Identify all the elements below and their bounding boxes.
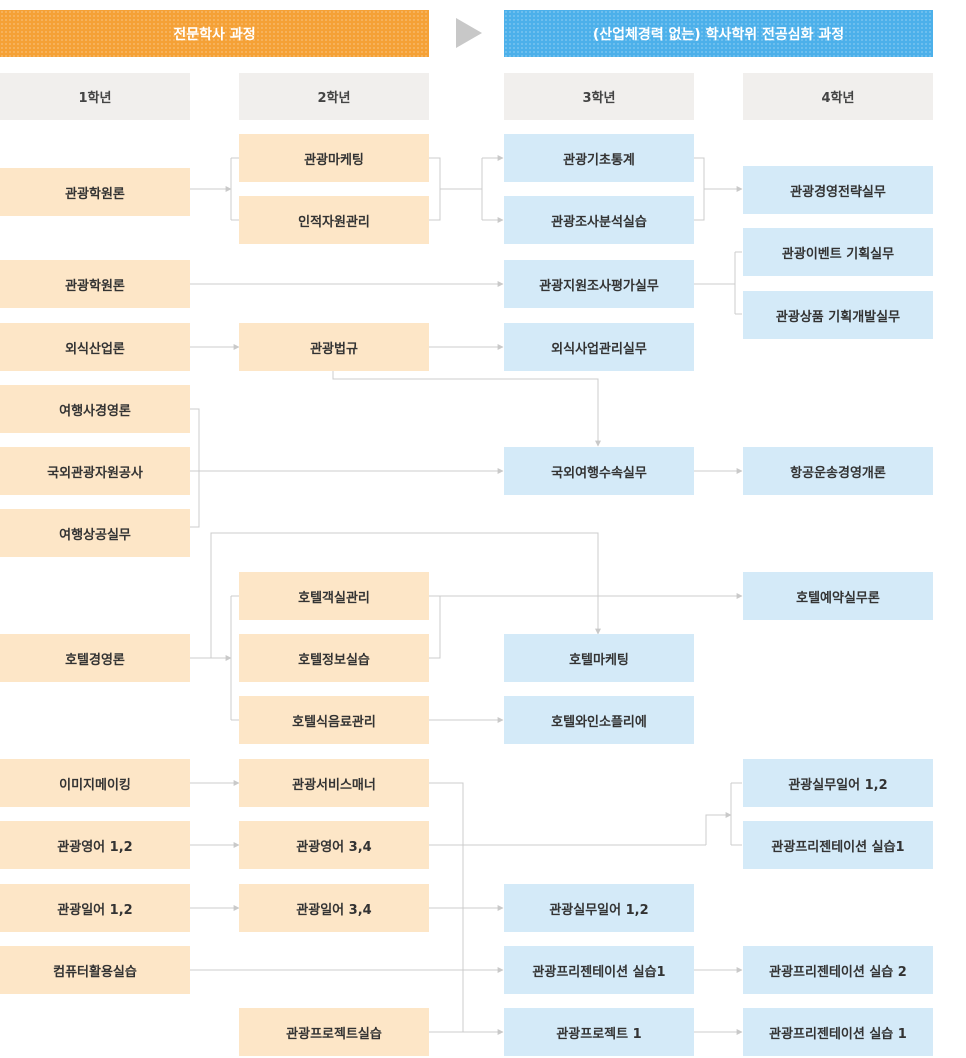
course-box: 호텔경영론 bbox=[0, 634, 190, 682]
course-box: 관광일어 3,4 bbox=[239, 884, 429, 932]
connector bbox=[428, 157, 441, 221]
course-box: 관광서비스매너 bbox=[239, 759, 429, 807]
course-box: 인적자원관리 bbox=[239, 196, 429, 244]
course-box: 관광법규 bbox=[239, 323, 429, 371]
associate-degree-banner: 전문학사 과정 bbox=[0, 10, 429, 57]
connector bbox=[705, 812, 732, 845]
year-header-3: 3학년 bbox=[504, 73, 694, 120]
course-box: 호텔마케팅 bbox=[504, 634, 694, 682]
course-box: 관광영어 3,4 bbox=[239, 821, 429, 869]
course-box: 관광학원론 bbox=[0, 168, 190, 216]
course-box: 국외관광자원공사 bbox=[0, 447, 190, 495]
course-box: 호텔식음료관리 bbox=[239, 696, 429, 744]
course-box: 관광상품 기획개발실무 bbox=[743, 291, 933, 339]
course-box: 여행사경영론 bbox=[0, 385, 190, 433]
course-box: 관광이벤트 기획실무 bbox=[743, 228, 933, 276]
connector bbox=[428, 782, 464, 1032]
connector bbox=[332, 371, 601, 447]
course-box: 컴퓨터활용실습 bbox=[0, 946, 190, 994]
course-box: 관광경영전략실무 bbox=[743, 166, 933, 214]
year-header-4: 4학년 bbox=[743, 73, 933, 120]
course-box: 이미지메이킹 bbox=[0, 759, 190, 807]
course-box: 관광학원론 bbox=[0, 260, 190, 308]
course-box: 관광실무일어 1,2 bbox=[504, 884, 694, 932]
bachelor-degree-banner: (산업체경력 없는) 학사학위 전공심화 과정 bbox=[504, 10, 933, 57]
course-box: 관광프리젠테이션 실습1 bbox=[504, 946, 694, 994]
year-header-2: 2학년 bbox=[239, 73, 429, 120]
course-box: 관광일어 1,2 bbox=[0, 884, 190, 932]
course-box: 관광실무일어 1,2 bbox=[743, 759, 933, 807]
connector bbox=[428, 596, 441, 659]
course-box: 관광기초통계 bbox=[504, 134, 694, 182]
course-box: 관광지원조사평가실무 bbox=[504, 260, 694, 308]
course-box: 관광마케팅 bbox=[239, 134, 429, 182]
course-box: 항공운송경영개론 bbox=[743, 447, 933, 495]
connector bbox=[693, 157, 705, 221]
course-box: 관광프리젠테이션 실습 1 bbox=[743, 1008, 933, 1056]
course-box: 관광프로젝트 1 bbox=[504, 1008, 694, 1056]
play-arrow-icon bbox=[456, 18, 482, 48]
year-header-1: 1학년 bbox=[0, 73, 190, 120]
course-box: 호텔정보실습 bbox=[239, 634, 429, 682]
connector bbox=[210, 532, 601, 658]
course-box: 호텔와인소플리에 bbox=[504, 696, 694, 744]
course-box: 관광영어 1,2 bbox=[0, 821, 190, 869]
course-box: 관광조사분석실습 bbox=[504, 196, 694, 244]
course-box: 관광프로젝트실습 bbox=[239, 1008, 429, 1056]
course-box: 관광프리젠테이션 실습1 bbox=[743, 821, 933, 869]
course-box: 관광프리젠테이션 실습 2 bbox=[743, 946, 933, 994]
course-box: 외식산업론 bbox=[0, 323, 190, 371]
connector bbox=[189, 408, 200, 528]
course-box: 여행상공실무 bbox=[0, 509, 190, 557]
course-box: 호텔예약실무론 bbox=[743, 572, 933, 620]
course-box: 외식사업관리실무 bbox=[504, 323, 694, 371]
course-box: 호텔객실관리 bbox=[239, 572, 429, 620]
course-box: 국외여행수속실무 bbox=[504, 447, 694, 495]
